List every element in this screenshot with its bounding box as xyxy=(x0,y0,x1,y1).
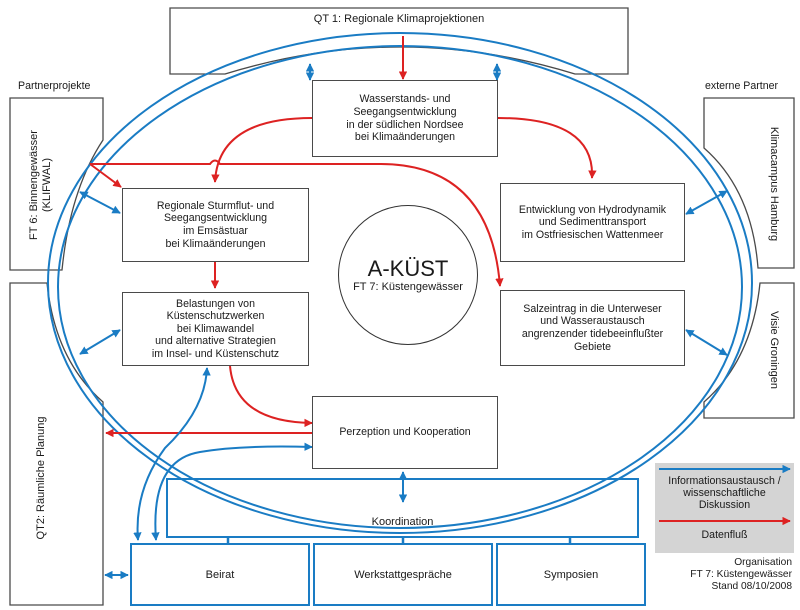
module-sturmflut: Regionale Sturmflut- und Seegangsentwick… xyxy=(122,188,309,262)
legend-info-text: Informationsaustausch / wissenschaftlich… xyxy=(668,475,781,511)
arrow-beirat-perzeption xyxy=(151,442,313,541)
partner-qt2-label: QT2: Räumliche Planung xyxy=(35,416,47,540)
arrow-belastungen-to-perzeption xyxy=(229,365,313,428)
legend-data-text: Datenfluß xyxy=(701,529,748,541)
module-perzeption: Perzeption und Kooperation xyxy=(312,396,498,469)
legend-arrows xyxy=(659,464,791,526)
unit-beirat: Beirat xyxy=(130,543,310,606)
partnerprojekte-label: Partnerprojekte xyxy=(18,80,91,92)
frame-klimacampus xyxy=(703,97,795,269)
module-belastungen: Belastungen von Küstenschutzwerken bei K… xyxy=(122,292,309,366)
legend: Informationsaustausch / wissenschaftlich… xyxy=(655,463,794,553)
center-project-circle: A-KÜST FT 7: Küstengewässer xyxy=(338,205,478,345)
module-wasserstand: Wasserstands- und Seegangsentwicklung in… xyxy=(312,80,498,157)
unit-symposien: Symposien xyxy=(496,543,646,606)
frame-visie xyxy=(703,282,795,419)
partner-visie-label: Visie Groningen xyxy=(768,310,780,390)
arrow-ft6-to-sturmflut xyxy=(89,163,122,188)
arrow-qt2-exchange xyxy=(79,329,121,355)
qt1-label: QT 1: Regionale Klimaprojektionen xyxy=(313,13,485,25)
arrow-wasserstand-to-hydrodynamik xyxy=(497,117,597,179)
center-subtitle: FT 7: Küstengewässer xyxy=(353,280,463,293)
arrow-ft6-to-salzeintrag xyxy=(90,159,504,287)
partner-ft6-label: FT 6: Binnengewässer (KLIFWAL) xyxy=(28,130,53,240)
unit-werkstattgespraeche: Werkstattgespräche xyxy=(313,543,493,606)
frame-ft6 xyxy=(9,97,104,271)
module-salzeintrag: Salzeintrag in die Unterweser und Wasser… xyxy=(500,290,685,366)
project-ellipse-outer xyxy=(47,32,753,534)
project-ellipse-inner xyxy=(57,45,743,529)
arrow-klimacampus-exchange xyxy=(685,190,728,215)
center-title: A-KÜST xyxy=(367,255,449,281)
arrow-wasserstand-to-sturmflut xyxy=(211,117,313,183)
arrow-visie-exchange xyxy=(685,329,728,356)
arrow-ft6-exchange xyxy=(79,191,121,214)
module-hydrodynamik: Entwicklung von Hydrodynamik und Sedimen… xyxy=(500,183,685,262)
externe-partner-label: externe Partner xyxy=(705,80,779,92)
koordination-box: Koordination xyxy=(166,478,639,538)
frame-qt2 xyxy=(9,282,104,606)
footer-info: Organisation FT 7: Küstengewässer Stand … xyxy=(690,557,792,592)
partner-klimacampus-label: Klimacampus Hamburg xyxy=(768,126,780,242)
koordination-label: Koordination xyxy=(371,516,434,528)
